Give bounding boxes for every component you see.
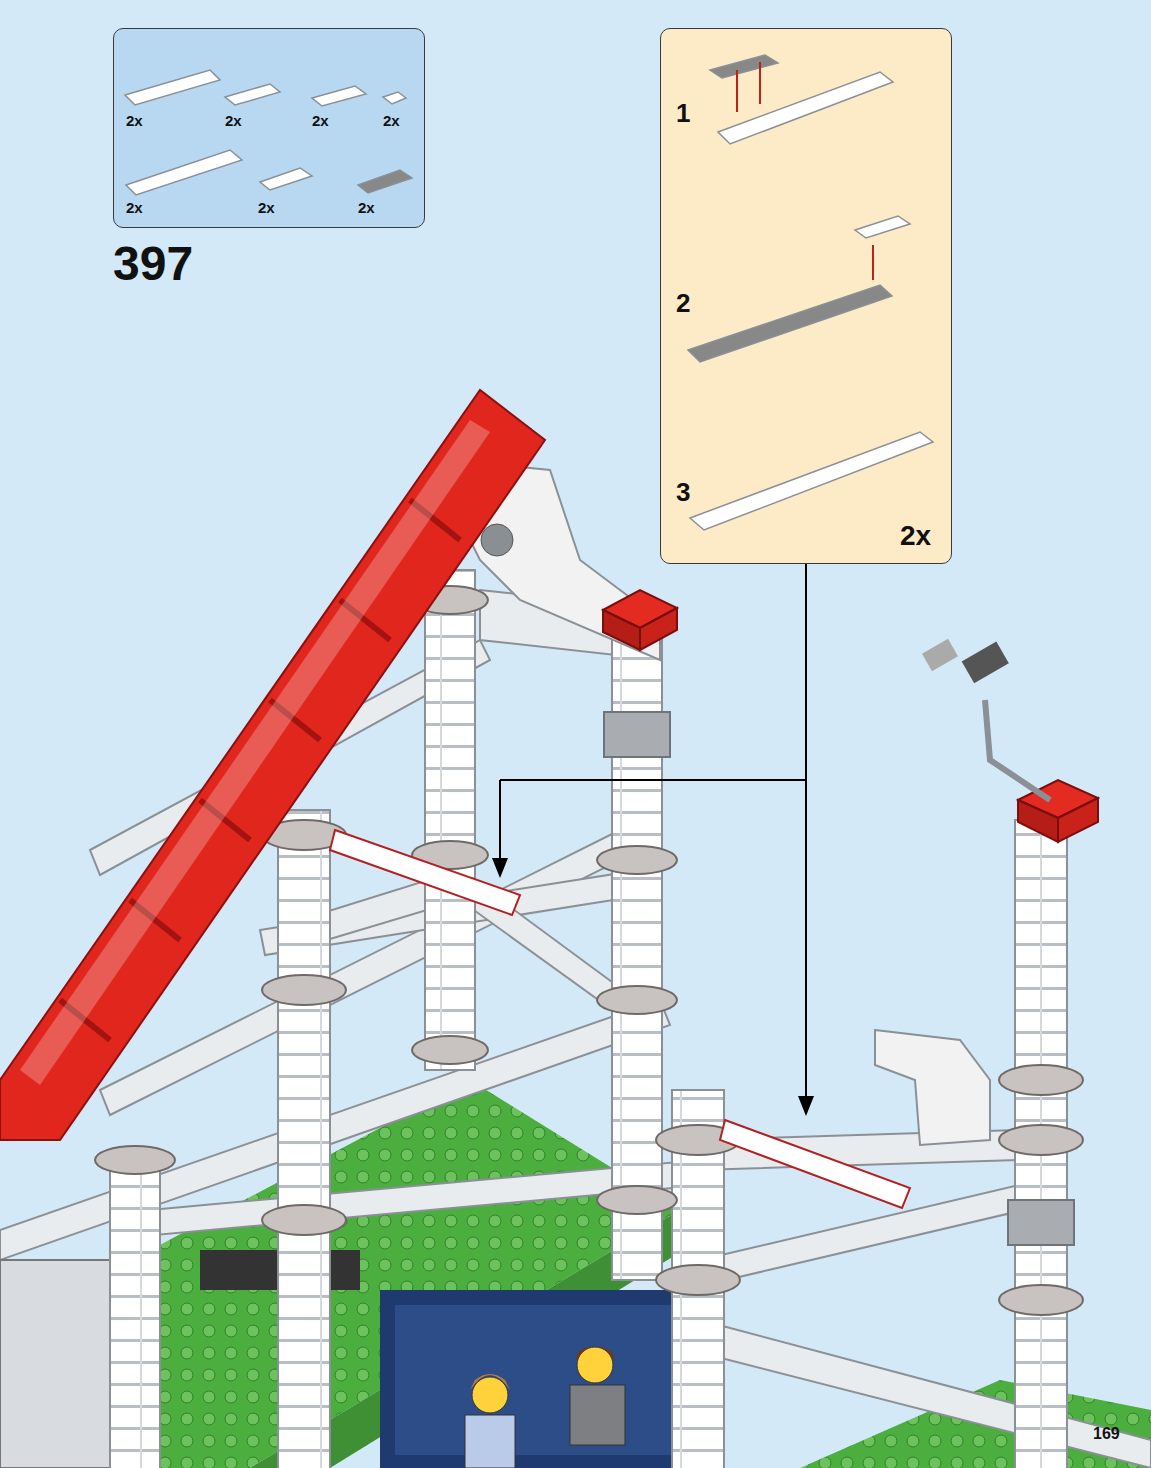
panel-text-frame: 2x 2x 2x 2x 2x 2x 2x [113,28,425,228]
sub-step-number: 3 [676,479,690,505]
sub-build-panel [660,28,952,564]
part-quantity: 2x [225,113,242,128]
part-quantity: 2x [126,113,143,128]
panel-text-frame: 1 2 3 2x [660,28,952,564]
part-quantity: 2x [258,200,275,215]
part-quantity: 2x [358,200,375,215]
part-quantity: 2x [383,113,400,128]
sub-build-quantity: 2x [900,522,931,550]
part-quantity: 2x [312,113,329,128]
page-number: 169 [1093,1426,1120,1442]
parts-list-panel [113,28,425,228]
sub-step-number: 2 [676,290,690,316]
part-quantity: 2x [126,200,143,215]
step-number: 397 [113,240,193,288]
sub-step-number: 1 [676,100,690,126]
